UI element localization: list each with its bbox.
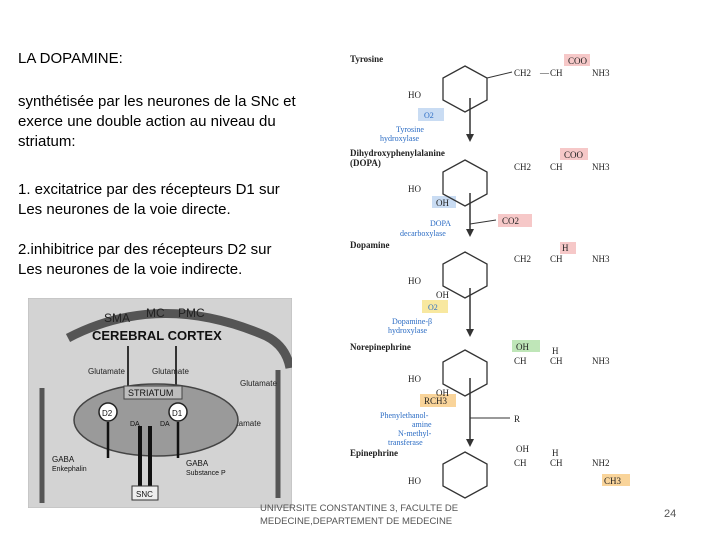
glutamate-label-mid: Glutamate xyxy=(152,367,189,376)
cortex-region-mc: MC xyxy=(146,306,165,320)
svg-text:CH: CH xyxy=(550,254,563,264)
svg-text:H: H xyxy=(552,448,559,458)
da-label-left: DA xyxy=(130,421,140,428)
tyrosine-label: Tyrosine xyxy=(350,54,383,64)
svg-text:R: R xyxy=(514,414,520,424)
basal-ganglia-diagram: SMA MC PMC CEREBRAL CORTEX Glutamate Glu… xyxy=(28,298,292,508)
cortex-region-sma: SMA xyxy=(104,311,130,325)
svg-text:OH: OH xyxy=(436,388,449,398)
benzene-ring-dopamine xyxy=(442,251,488,299)
da-label-right: DA xyxy=(160,421,170,428)
svg-text:HO: HO xyxy=(408,184,421,194)
enzyme-dopa-decarboxylase: DOPA xyxy=(430,219,451,228)
snc-box xyxy=(131,485,159,501)
svg-text:CH2: CH2 xyxy=(514,162,531,172)
svg-text:NH3: NH3 xyxy=(592,254,610,264)
svg-text:CH2: CH2 xyxy=(514,68,531,78)
svg-text:NH3: NH3 xyxy=(592,68,610,78)
svg-text:CH: CH xyxy=(550,458,563,468)
svg-text:OH: OH xyxy=(436,198,449,208)
paragraph-excitatory-d1: 1. excitatrice par des récepteurs D1 sur… xyxy=(18,181,280,218)
highlight-coo-top xyxy=(564,54,590,66)
d2-label: D2 xyxy=(102,409,113,418)
cortex-band xyxy=(65,309,292,369)
dopamine-label: Dopamine xyxy=(350,240,390,250)
svg-text:amine: amine xyxy=(412,420,432,429)
svg-text:HO: HO xyxy=(408,374,421,384)
striatum-label: STRIATUM xyxy=(128,388,173,398)
svg-text:NH3: NH3 xyxy=(592,162,610,172)
d1-label: D1 xyxy=(172,409,183,418)
svg-text:CH3: CH3 xyxy=(604,476,622,486)
svg-text:HO: HO xyxy=(408,276,421,286)
svg-text:H: H xyxy=(552,346,559,356)
svg-text:O2: O2 xyxy=(424,111,434,120)
snc-label: SNC xyxy=(136,490,153,499)
highlight-co2 xyxy=(498,214,532,227)
dopa-label: Dihydroxyphenylalanine xyxy=(350,148,445,158)
svg-text:CH2: CH2 xyxy=(514,254,531,264)
highlight-o2-top xyxy=(418,108,444,121)
svg-text:HO: HO xyxy=(408,90,421,100)
enzyme-dopamine-beta-hydroxylase: Dopamine-β xyxy=(392,317,432,326)
svg-text:H: H xyxy=(562,243,569,253)
benzene-ring-epinephrine xyxy=(442,451,488,499)
svg-text:—: — xyxy=(539,68,550,78)
d2-receptor xyxy=(98,402,118,422)
catecholamine-pathway: Tyrosine CH2 — CH COO NH3 HO O2 Tyrosine… xyxy=(350,54,630,499)
gaba-label-left: GABA xyxy=(52,455,75,464)
svg-text:NH2: NH2 xyxy=(592,458,610,468)
cortex-region-pmc: PMC xyxy=(178,306,205,320)
svg-text:CO2: CO2 xyxy=(502,216,519,226)
svg-text:CH: CH xyxy=(550,162,563,172)
page-number: 24 xyxy=(664,508,677,520)
gaba-label-right: GABA xyxy=(186,459,209,468)
svg-text:(DOPA): (DOPA) xyxy=(350,158,381,168)
svg-text:HO: HO xyxy=(408,476,421,486)
svg-text:N-methyl-: N-methyl- xyxy=(398,429,432,438)
svg-text:hydroxylase: hydroxylase xyxy=(388,326,428,335)
highlight-ch3 xyxy=(602,474,630,486)
svg-text:O2: O2 xyxy=(428,303,438,312)
highlight-rch3 xyxy=(420,394,456,407)
substance-p-label: Substance P xyxy=(186,470,226,477)
svg-text:OH: OH xyxy=(516,342,529,352)
highlight-h-dopamine xyxy=(560,242,576,254)
cortex-label: CEREBRAL CORTEX xyxy=(92,328,222,343)
striatum-ellipse xyxy=(73,383,239,457)
highlight-oh-dopa xyxy=(432,196,456,208)
epinephrine-label: Epinephrine xyxy=(350,448,398,458)
paragraph-inhibitory-d2: 2.inhibitrice par des récepteurs D2 sur … xyxy=(18,241,272,278)
benzene-ring-tyrosine xyxy=(442,65,488,113)
svg-text:RCH3: RCH3 xyxy=(424,396,448,406)
enzyme-tyrosine-hydroxylase: Tyrosine xyxy=(396,125,424,134)
paragraph-dopamine-synthesis: synthétisée par les neurones de la SNc e… xyxy=(18,93,296,150)
benzene-ring-dopa xyxy=(442,159,488,207)
enzyme-pnmt: Phenylethanol- xyxy=(380,411,429,420)
svg-text:NH3: NH3 xyxy=(592,356,610,366)
svg-text:hydroxylase: hydroxylase xyxy=(380,134,420,143)
footer-institution: UNIVERSITE CONSTANTINE 3, FACULTE DE MED… xyxy=(260,503,459,527)
norepinephrine-label: Norepinephrine xyxy=(350,342,411,352)
svg-text:COO: COO xyxy=(568,56,588,66)
d1-receptor xyxy=(168,402,188,422)
svg-text:COO: COO xyxy=(564,150,584,160)
svg-text:decarboxylase: decarboxylase xyxy=(400,229,446,238)
highlight-o2-mid xyxy=(422,300,448,313)
highlight-dopa-coo xyxy=(560,148,588,160)
slide-title: LA DOPAMINE: xyxy=(18,50,123,67)
svg-text:transferase: transferase xyxy=(388,438,423,447)
benzene-ring-norepinephrine xyxy=(442,349,488,397)
highlight-oh-norepi xyxy=(512,340,540,352)
svg-text:OH: OH xyxy=(436,290,449,300)
svg-text:CH: CH xyxy=(550,356,563,366)
enkephalin-label: Enkephalin xyxy=(52,466,87,473)
svg-text:CH: CH xyxy=(514,458,527,468)
svg-text:CH: CH xyxy=(550,68,563,78)
glutamate-label-right: Glutamate xyxy=(240,379,277,388)
glutamate-label-left: Glutamate xyxy=(88,367,125,376)
glutamate-label-lower: Glutamate xyxy=(224,419,261,428)
svg-text:CH: CH xyxy=(514,356,527,366)
svg-text:OH: OH xyxy=(516,444,529,454)
